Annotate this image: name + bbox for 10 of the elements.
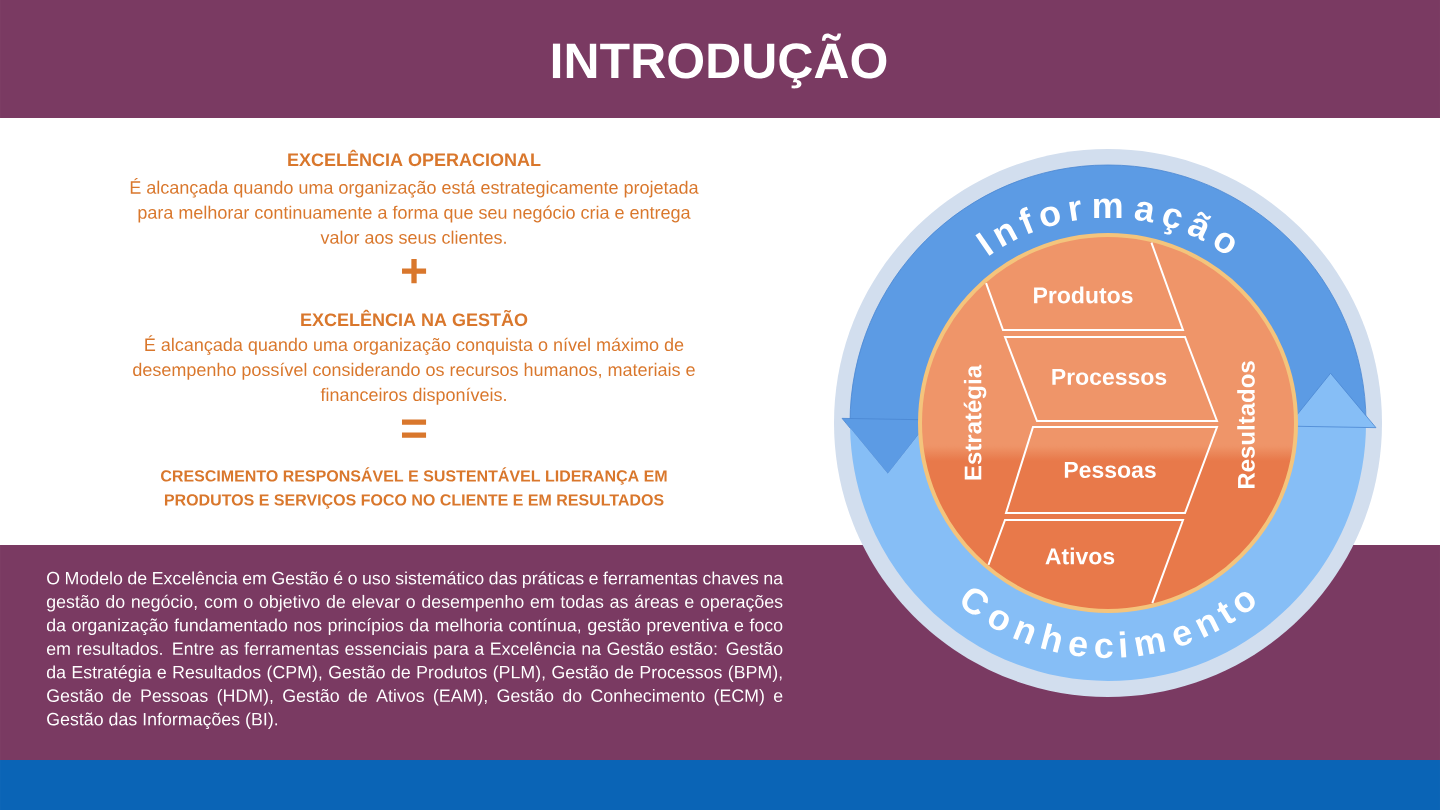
result-text: CRESCIMENTO RESPONSÁVEL E SUSTENTÁVEL LIDERANÇA EM PRODUTOS E SERVIÇOS FOCO NO CLIENTE E EM RESULTADOS bbox=[161, 467, 667, 509]
segment-box: Ativos bbox=[987, 519, 1185, 605]
description: É alcançada quando uma organização conquista o nível máximo de desempenho possível considerando os recursos humanos, materiais e financeiros disponíveis. bbox=[133, 335, 695, 405]
heading: EXCELÊNCIA OPERACIONAL bbox=[288, 149, 541, 167]
title: INTRODUÇÃO bbox=[552, 33, 887, 89]
paragraph: O Modelo de Excelência em Gestão é o uso sistemático das práticas e ferramentas chaves na gestão do negócio, com o objetivo de elevar o desempenho em todas as áreas e operações da organização fundamentado nos princípios da melhoria contínua, gestão preventiva e foco em resultados. Entre as ferramentas essenciais para a Excelência na Gestão estão: Gestão da Estratégia e Resultados (CPM), Gestão de Produtos (PLM), Gestão de Processos (BPM), Gestão de Pessoas (HDM), Gestão de Ativos (EAM), Gestão do Conhecimento (ECM) e Gestão das Informações (BI). bbox=[46, 571, 784, 730]
plus-sign: + bbox=[402, 258, 427, 284]
description: É alcançada quando uma organização está estrategicamente projetada para melhorar continuamente a forma que seu negócio cria e entrega valor aos seus clientes. bbox=[130, 178, 699, 244]
heading: EXCELÊNCIA NA GESTÃO bbox=[301, 309, 528, 327]
equals-sign: = bbox=[402, 419, 427, 438]
